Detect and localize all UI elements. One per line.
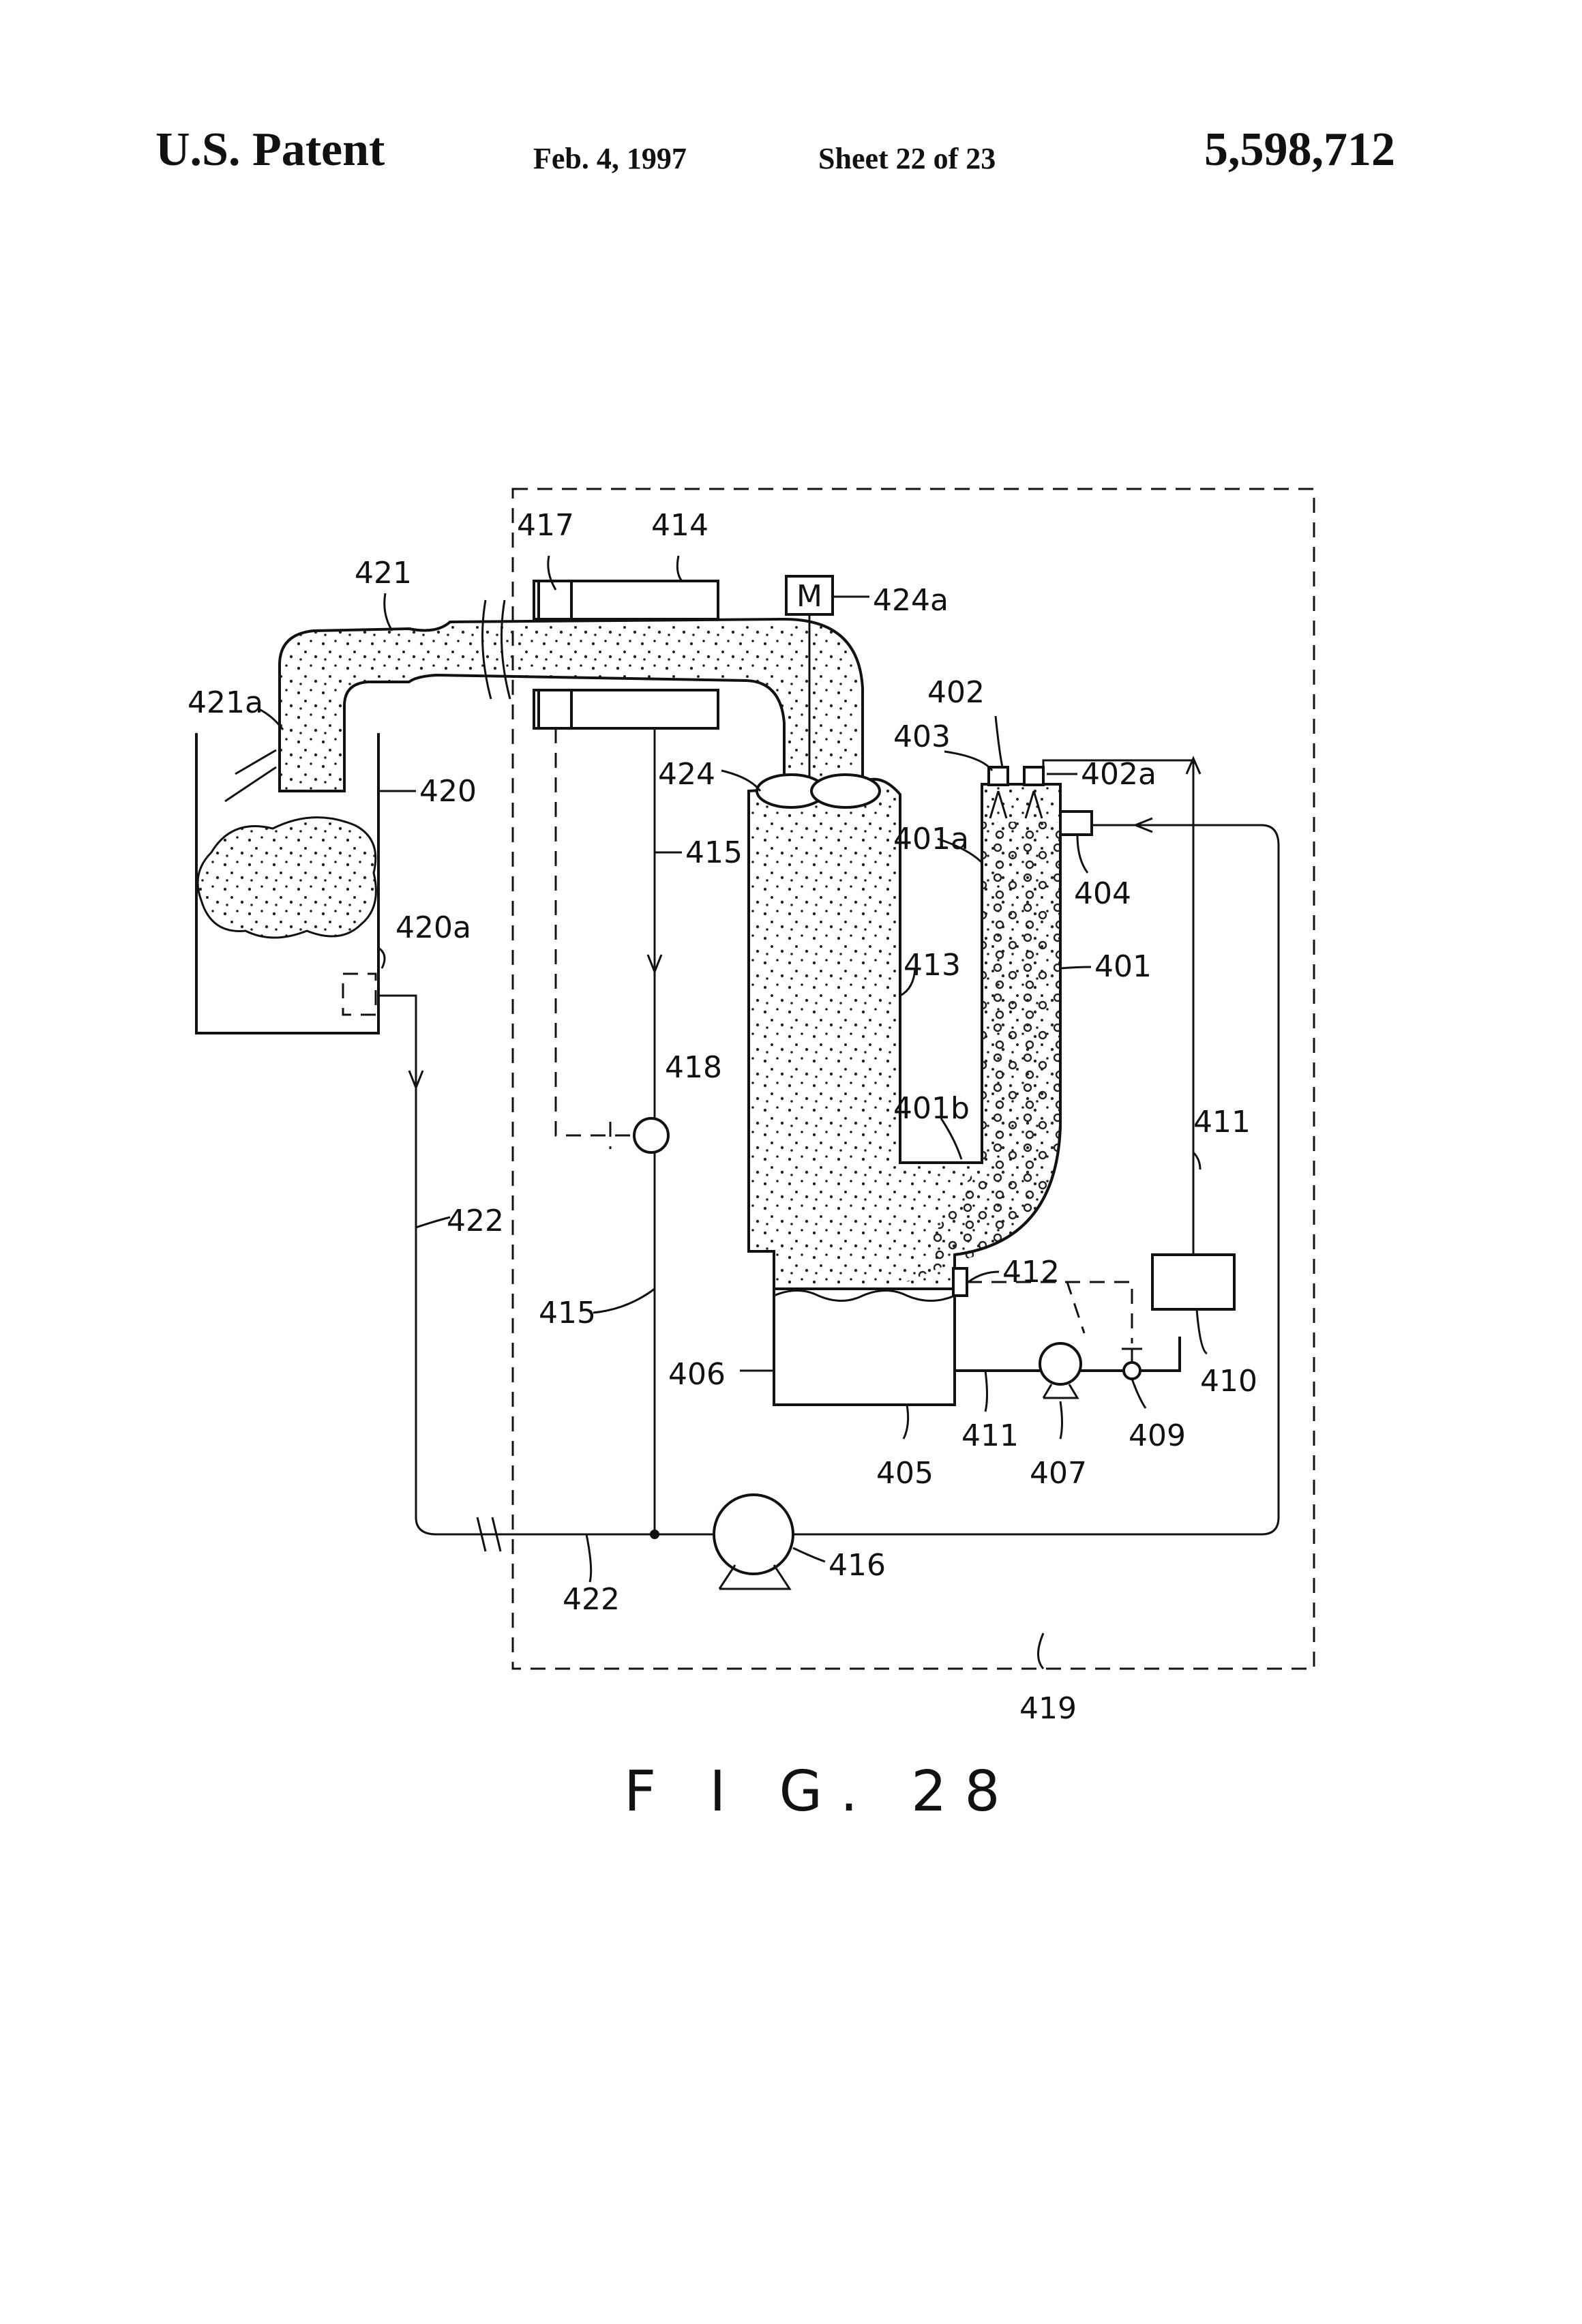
label-417: 417 xyxy=(517,508,574,543)
label-424a: 424a xyxy=(873,583,949,618)
label-409: 409 xyxy=(1129,1418,1186,1453)
motor-label: M xyxy=(796,579,822,614)
label-403: 403 xyxy=(893,719,951,754)
pipe-to-410 xyxy=(1140,1337,1180,1371)
sensor-420a xyxy=(343,974,376,1015)
label-410: 410 xyxy=(1200,1364,1257,1399)
sensor-417-bottom xyxy=(539,690,571,728)
junction-dot xyxy=(650,1530,659,1539)
leader-401 xyxy=(1060,967,1091,968)
label-404: 404 xyxy=(1074,876,1131,911)
inlet-port-404 xyxy=(1060,811,1092,835)
label-418: 418 xyxy=(665,1050,722,1085)
label-424: 424 xyxy=(658,757,715,792)
leader-410 xyxy=(1197,1309,1207,1354)
leader-402 xyxy=(996,716,1002,767)
leader-405 xyxy=(904,1405,908,1439)
nozzle-402a xyxy=(1024,767,1043,785)
label-407: 407 xyxy=(1030,1456,1087,1491)
label-416: 416 xyxy=(829,1548,886,1583)
leader-422a xyxy=(416,1217,450,1227)
pump-407-base xyxy=(1043,1384,1077,1398)
label-412: 412 xyxy=(1002,1255,1060,1290)
label-422-upper: 422 xyxy=(447,1204,504,1238)
leader-419 xyxy=(1039,1633,1044,1669)
leader-411b xyxy=(985,1371,987,1412)
label-402: 402 xyxy=(927,675,985,710)
leader-424 xyxy=(721,771,760,791)
label-415-upper: 415 xyxy=(685,835,743,870)
label-421a: 421a xyxy=(188,685,263,720)
pump-416 xyxy=(714,1495,793,1574)
label-413: 413 xyxy=(904,948,961,983)
control-signal-417 xyxy=(556,728,634,1149)
leader-421 xyxy=(385,593,392,631)
fan-424-right xyxy=(811,775,880,807)
valve-418 xyxy=(634,1118,668,1152)
label-420: 420 xyxy=(419,774,477,809)
leader-403 xyxy=(944,751,992,771)
label-401b: 401b xyxy=(893,1091,970,1126)
liquid-tank-405 xyxy=(774,1289,955,1405)
level-sensor-412 xyxy=(953,1268,967,1296)
leader-404 xyxy=(1077,835,1088,873)
leader-415b xyxy=(593,1289,655,1313)
valve-409 xyxy=(1124,1362,1140,1379)
label-411-upper: 411 xyxy=(1193,1105,1251,1139)
liquid-surface-406 xyxy=(774,1291,955,1301)
label-421: 421 xyxy=(355,556,412,591)
label-406: 406 xyxy=(668,1357,726,1392)
foam-mass xyxy=(198,818,376,938)
pump-407 xyxy=(1040,1343,1081,1384)
control-signal-412 xyxy=(967,1282,1132,1343)
figure-caption: F I G. 28 xyxy=(624,1759,1018,1824)
label-402a: 402a xyxy=(1081,757,1156,792)
valve-409-stem xyxy=(1122,1349,1142,1362)
label-401a: 401a xyxy=(893,822,969,856)
leader-416 xyxy=(793,1548,825,1562)
unit-410 xyxy=(1152,1255,1234,1309)
label-401: 401 xyxy=(1094,949,1152,984)
label-411-lower: 411 xyxy=(961,1418,1019,1453)
label-422-lower: 422 xyxy=(563,1582,620,1617)
leader-414 xyxy=(677,556,682,581)
leader-407 xyxy=(1060,1401,1062,1439)
label-405: 405 xyxy=(876,1456,934,1491)
leader-409 xyxy=(1132,1379,1146,1408)
label-420a: 420a xyxy=(395,910,471,945)
leader-412 xyxy=(968,1272,999,1282)
label-415-lower: 415 xyxy=(539,1296,596,1330)
leader-422b xyxy=(586,1534,591,1582)
label-419: 419 xyxy=(1019,1691,1077,1726)
label-414: 414 xyxy=(651,508,708,543)
outflow-arrow xyxy=(225,750,276,801)
